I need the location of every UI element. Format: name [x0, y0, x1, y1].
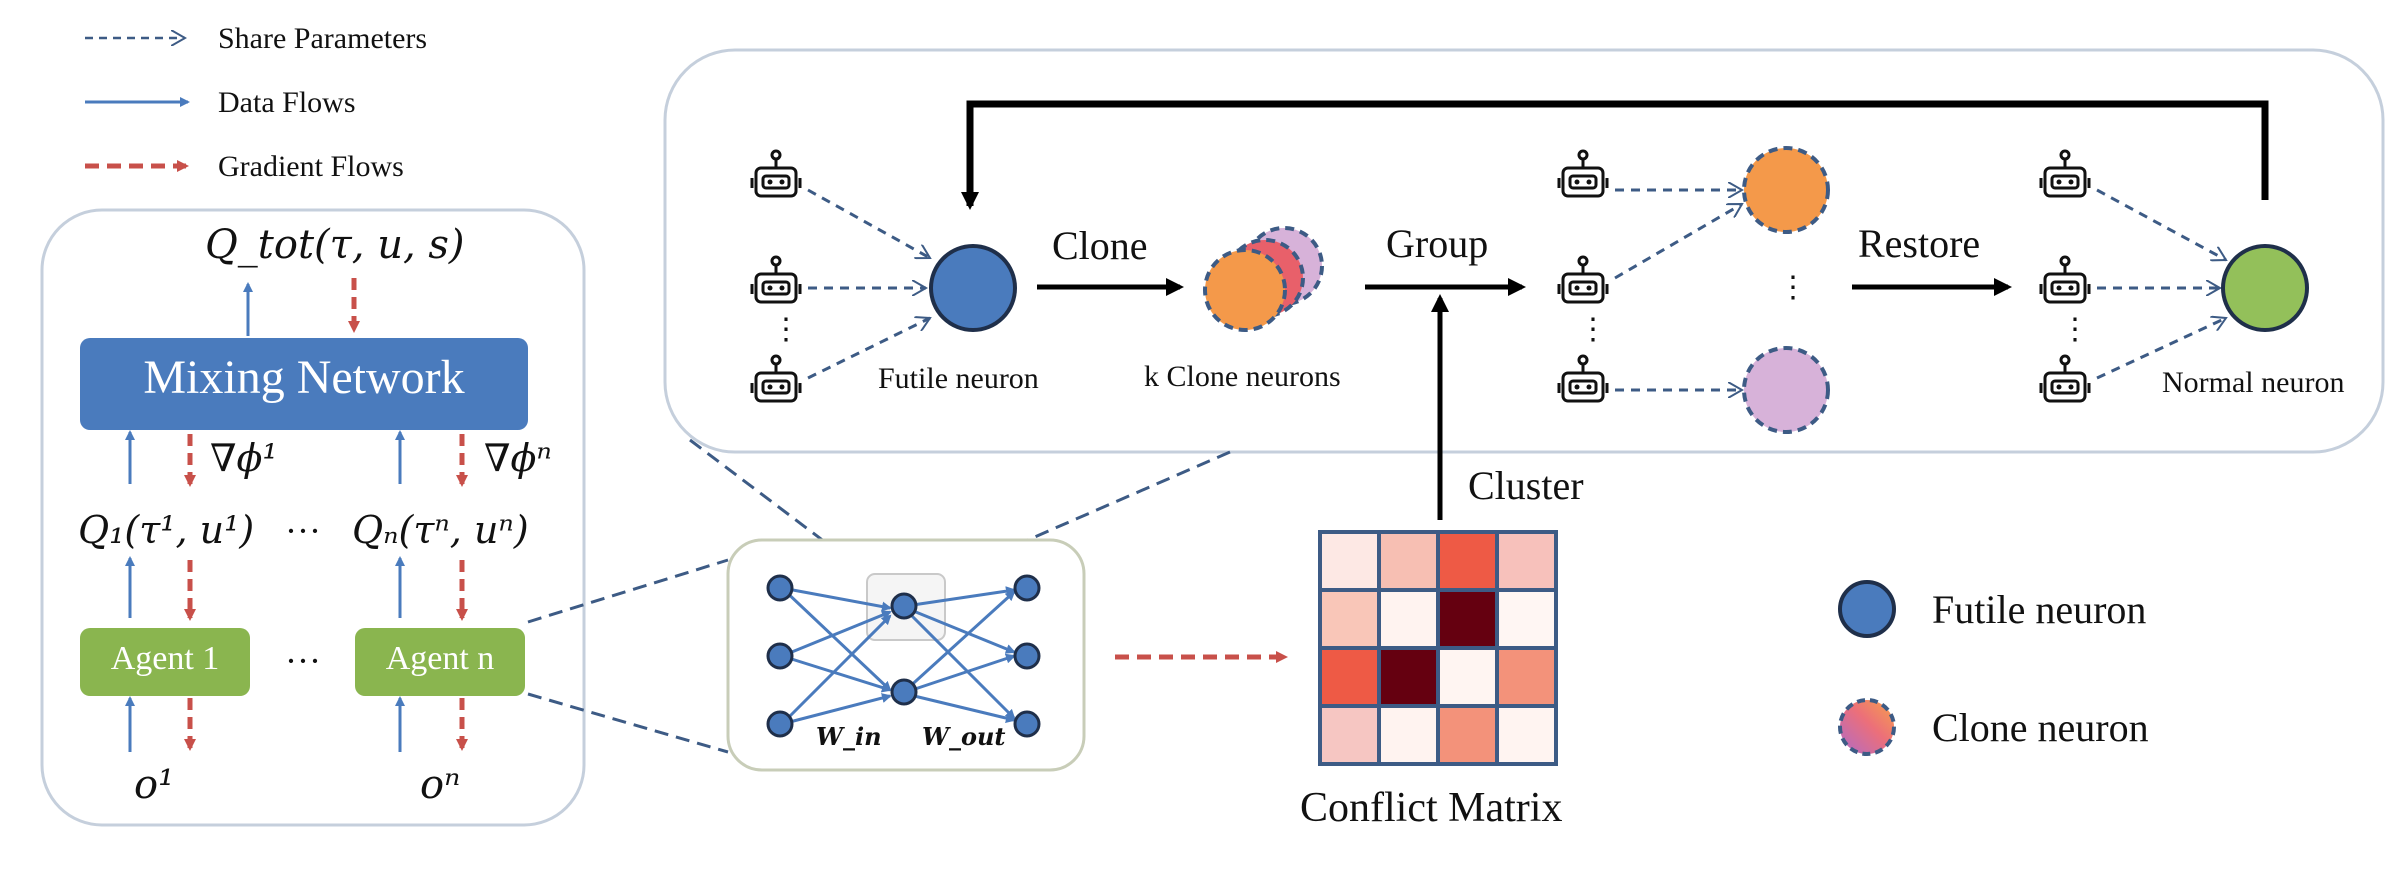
conflict-matrix [1318, 530, 1558, 766]
agent-1-label: Agent 1 [110, 640, 220, 677]
grad-phi-n-label: ∇ϕⁿ [484, 436, 552, 480]
matrix-cell [1436, 646, 1499, 708]
grad-phi-1-label: ∇ϕ¹ [210, 436, 278, 480]
top-panel [663, 48, 2385, 454]
key-clone-neuron-icon [1838, 698, 1896, 756]
legend-gradient-label: Gradient Flows [218, 150, 404, 183]
mixing-network-box [80, 338, 528, 430]
process-arrows [1037, 278, 2012, 520]
matrix-cell [1377, 704, 1440, 766]
network-edges [780, 586, 1016, 726]
neuron-dots: ⋮ [1778, 271, 1808, 304]
gradient-flow-arrows [184, 278, 468, 751]
agent-n-label: Agent n [385, 640, 495, 677]
grouped-purple-neuron [1742, 346, 1830, 434]
w-out-label: W_out [922, 722, 1006, 751]
network-nodes [766, 574, 1041, 738]
group-step-label: Group [1386, 221, 1489, 266]
agent-1-box [80, 628, 250, 696]
matrix-cell [1495, 646, 1558, 708]
feedback-arrow [961, 100, 2269, 210]
q-n-label: Qₙ(τⁿ, uⁿ) [352, 508, 529, 552]
normal-neuron [2221, 244, 2309, 332]
q-ellipsis: ··· [285, 511, 321, 551]
matrix-cell [1318, 646, 1381, 708]
matrix-cell [1318, 704, 1381, 766]
matrix-cell [1436, 530, 1499, 592]
network-box [726, 538, 1086, 772]
futile-neuron-caption: Futile neuron [878, 362, 1039, 395]
cluster-label: Cluster [1468, 463, 1584, 508]
agent-ellipsis: ··· [285, 641, 321, 681]
conflict-matrix-label: Conflict Matrix [1300, 785, 1563, 831]
futile-neuron [929, 244, 1017, 332]
restore-step-label: Restore [1858, 221, 1981, 266]
matrix-cell [1495, 704, 1558, 766]
share-parameter-arrows [807, 190, 2226, 390]
w-in-label: W_in [816, 722, 882, 751]
matrix-cell [1377, 646, 1440, 708]
data-flow-arrows [125, 282, 405, 752]
matrix-cell [1495, 530, 1558, 592]
robot-dots-3: ⋮ [2060, 313, 2090, 346]
q-1-label: Q₁(τ¹, u¹) [78, 508, 255, 552]
key-futile-label: Futile neuron [1932, 587, 2147, 632]
obs-n-label: oⁿ [420, 762, 461, 808]
matrix-cell [1495, 588, 1558, 650]
legend-data-label: Data Flows [218, 86, 356, 119]
mixing-network-label: Mixing Network [143, 351, 465, 404]
clone-neurons [1203, 226, 1324, 332]
q-tot-label: Q_tot(τ, u, s) [205, 222, 465, 268]
robot-dots-2: ⋮ [1578, 313, 1608, 346]
grouped-orange-neuron [1742, 146, 1830, 234]
key-clone-label: Clone neuron [1932, 705, 2149, 750]
matrix-cell [1436, 704, 1499, 766]
matrix-cell [1318, 530, 1381, 592]
matrix-cell [1377, 530, 1440, 592]
matrix-cell [1377, 588, 1440, 650]
normal-neuron-caption: Normal neuron [2162, 366, 2345, 399]
agent-n-box [355, 628, 525, 696]
legend-share-label: Share Parameters [218, 22, 428, 55]
robot-dots-1: ⋮ [771, 313, 801, 346]
matrix-cell [1436, 588, 1499, 650]
clone-neurons-caption: k Clone neurons [1144, 360, 1341, 393]
matrix-cell [1318, 588, 1381, 650]
clone-step-label: Clone [1052, 223, 1148, 268]
obs-1-label: o¹ [134, 762, 175, 808]
legend [85, 38, 190, 172]
key-futile-neuron-icon [1838, 580, 1896, 638]
